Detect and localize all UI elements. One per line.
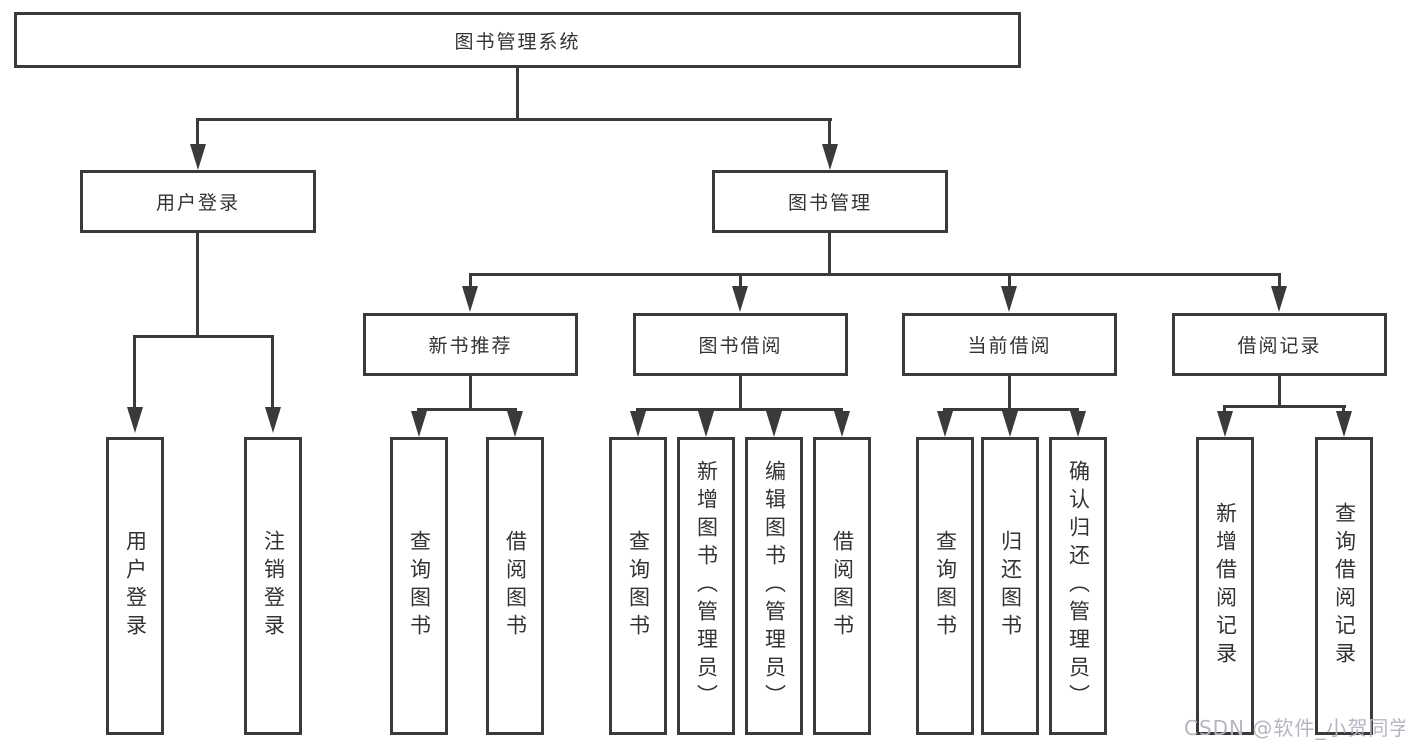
node-user-login: 用户登录 [80, 170, 316, 233]
connector-current-borrow-rail [943, 408, 1079, 411]
node-book-management-label: 图书管理 [787, 192, 872, 214]
arrow-down-icon [1001, 286, 1017, 312]
arrow-down-icon [127, 407, 143, 433]
connector-borrow-records-drop-1 [1223, 408, 1226, 412]
leaf-query-borrow-record: 查询借阅记录 [1315, 437, 1373, 735]
leaf-add-books-admin: 新增图书（管理员） [677, 437, 735, 735]
arrow-down-icon [1271, 286, 1287, 312]
leaf-query-books-borrow: 查询图书 [609, 437, 667, 735]
connector-book-mgmt-stem [828, 233, 831, 276]
arrow-down-icon [937, 411, 953, 437]
arrow-down-icon [190, 144, 206, 170]
connector-borrow-records-stem [1278, 376, 1281, 408]
connector-root-drop-left [196, 121, 199, 144]
node-borrow-records-label: 借阅记录 [1237, 335, 1322, 357]
node-borrow-records: 借阅记录 [1172, 313, 1387, 376]
arrow-down-icon [411, 411, 427, 437]
connector-root-drop-right [828, 121, 831, 144]
arrow-down-icon [1217, 411, 1233, 437]
node-user-login-label: 用户登录 [155, 192, 240, 214]
connector-user-login-rail [133, 335, 274, 338]
connector-book-borrow-rail [636, 408, 843, 411]
connector-root-rail [196, 118, 832, 121]
leaf-confirm-return-admin: 确认归还（管理员） [1049, 437, 1107, 735]
connector-book-borrow-stem [739, 376, 742, 411]
connector-user-login-stem [196, 233, 199, 338]
leaf-borrow-books: 借阅图书 [813, 437, 871, 735]
node-current-borrow: 当前借阅 [902, 313, 1117, 376]
connector-borrow-records-drop-2 [1342, 408, 1345, 412]
connector-book-mgmt-drop-3 [1008, 276, 1011, 286]
node-new-book-recommend-label: 新书推荐 [428, 335, 513, 357]
node-current-borrow-label: 当前借阅 [967, 335, 1052, 357]
arrow-down-icon [1336, 411, 1352, 437]
arrow-down-icon [630, 411, 646, 437]
leaf-return-books: 归还图书 [981, 437, 1039, 735]
connector-book-mgmt-drop-1 [469, 276, 472, 286]
connector-book-mgmt-drop-4 [1278, 276, 1281, 286]
node-root: 图书管理系统 [14, 12, 1021, 68]
connector-book-mgmt-rail [469, 273, 1281, 276]
arrow-down-icon [462, 286, 478, 312]
arrow-down-icon [507, 411, 523, 437]
node-new-book-recommend: 新书推荐 [363, 313, 578, 376]
node-book-management: 图书管理 [712, 170, 948, 233]
connector-user-login-drop-2 [271, 338, 274, 407]
node-book-borrow: 图书借阅 [633, 313, 848, 376]
arrow-down-icon [822, 144, 838, 170]
arrow-down-icon [834, 411, 850, 437]
connector-borrow-records-rail [1223, 405, 1346, 408]
leaf-user-login: 用户登录 [106, 437, 164, 735]
leaf-logout: 注销登录 [244, 437, 302, 735]
node-book-borrow-label: 图书借阅 [698, 335, 783, 357]
connector-root-stem [516, 68, 519, 120]
watermark: CSDN @软件_小贺同学 [1184, 716, 1405, 740]
leaf-edit-books-admin: 编辑图书（管理员） [745, 437, 803, 735]
leaf-add-borrow-record: 新增借阅记录 [1196, 437, 1254, 735]
arrow-down-icon [766, 411, 782, 437]
connector-new-book-rail [417, 408, 517, 411]
connector-user-login-drop-1 [133, 338, 136, 407]
leaf-query-books-current: 查询图书 [916, 437, 974, 735]
connector-new-book-stem [469, 376, 472, 411]
connector-book-mgmt-drop-2 [739, 276, 742, 286]
connector-current-borrow-stem [1008, 376, 1011, 411]
arrow-down-icon [1002, 411, 1018, 437]
arrow-down-icon [1070, 411, 1086, 437]
arrow-down-icon [698, 411, 714, 437]
arrow-down-icon [265, 407, 281, 433]
arrow-down-icon [732, 286, 748, 312]
node-root-label: 图书管理系统 [454, 30, 581, 53]
leaf-borrow-books-recommend: 借阅图书 [486, 437, 544, 735]
leaf-query-books-recommend: 查询图书 [390, 437, 448, 735]
